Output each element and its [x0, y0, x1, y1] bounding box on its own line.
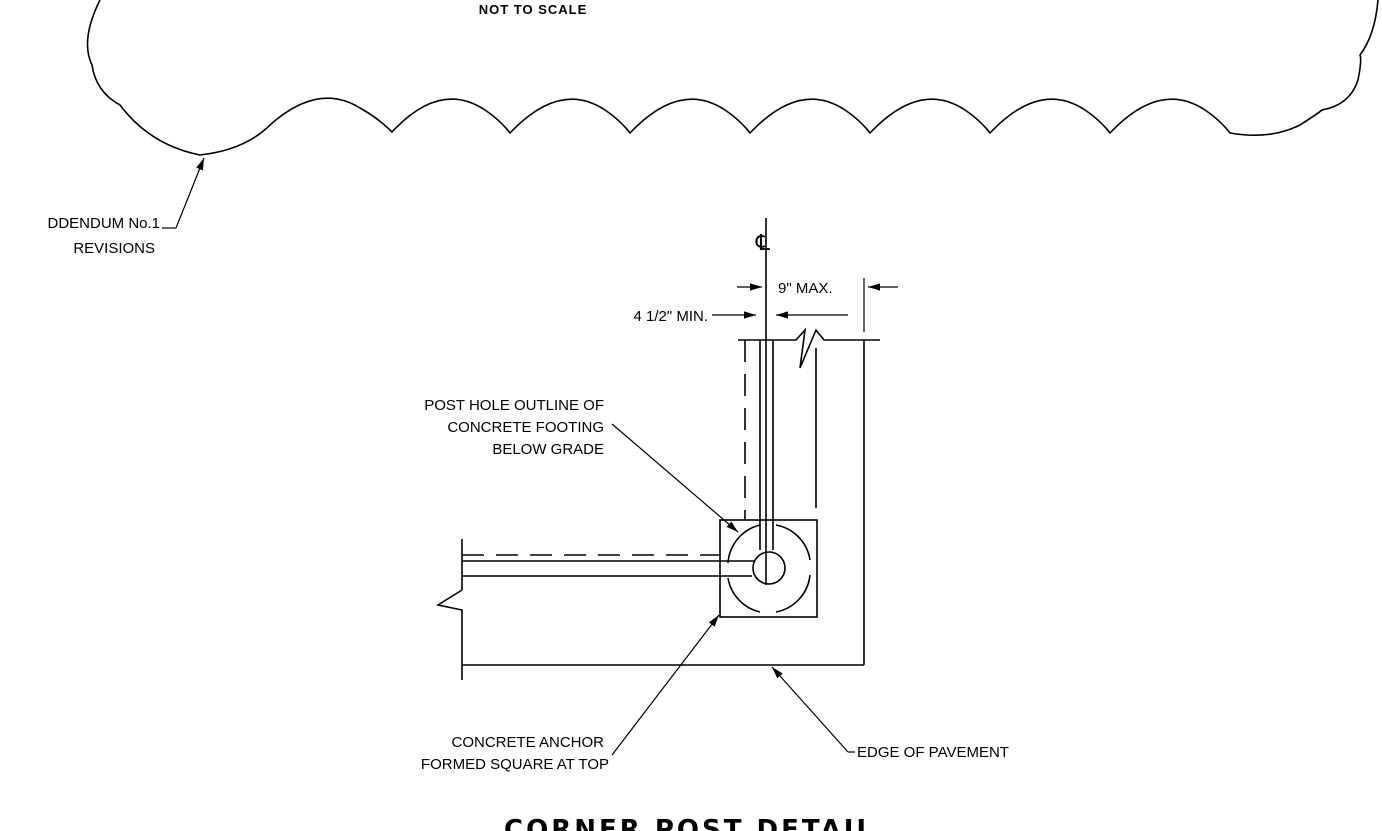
- post-hole-label-line2: CONCRETE FOOTING: [447, 419, 604, 436]
- anchor-label-line2: FORMED SQUARE AT TOP: [421, 756, 609, 773]
- revision-note-line2: REVISIONS: [73, 240, 155, 257]
- edge-of-pavement-label: EDGE OF PAVEMENT: [857, 744, 1009, 761]
- detail-title: CORNER POST DETAIL: [504, 815, 876, 831]
- post-hole-label-line3: BELOW GRADE: [492, 441, 604, 458]
- anchor-label-line1: CONCRETE ANCHOR: [451, 734, 604, 751]
- footing-outline: [727, 524, 811, 613]
- revision-note-line1: DDENDUM No.1: [47, 215, 160, 232]
- revision-leader: [175, 157, 205, 229]
- dimension-min-label: 4 1/2" MIN.: [633, 308, 708, 325]
- dimension-max-label: 9" MAX.: [778, 280, 833, 297]
- concrete-anchor-square: [719, 519, 818, 618]
- centerline-symbol: ℄: [755, 230, 771, 255]
- post-hole-label-line1: POST HOLE OUTLINE OF: [424, 397, 604, 414]
- corner-post: [752, 551, 786, 585]
- revision-cloud: [86, 0, 1379, 156]
- scale-note: NOT TO SCALE: [479, 2, 588, 17]
